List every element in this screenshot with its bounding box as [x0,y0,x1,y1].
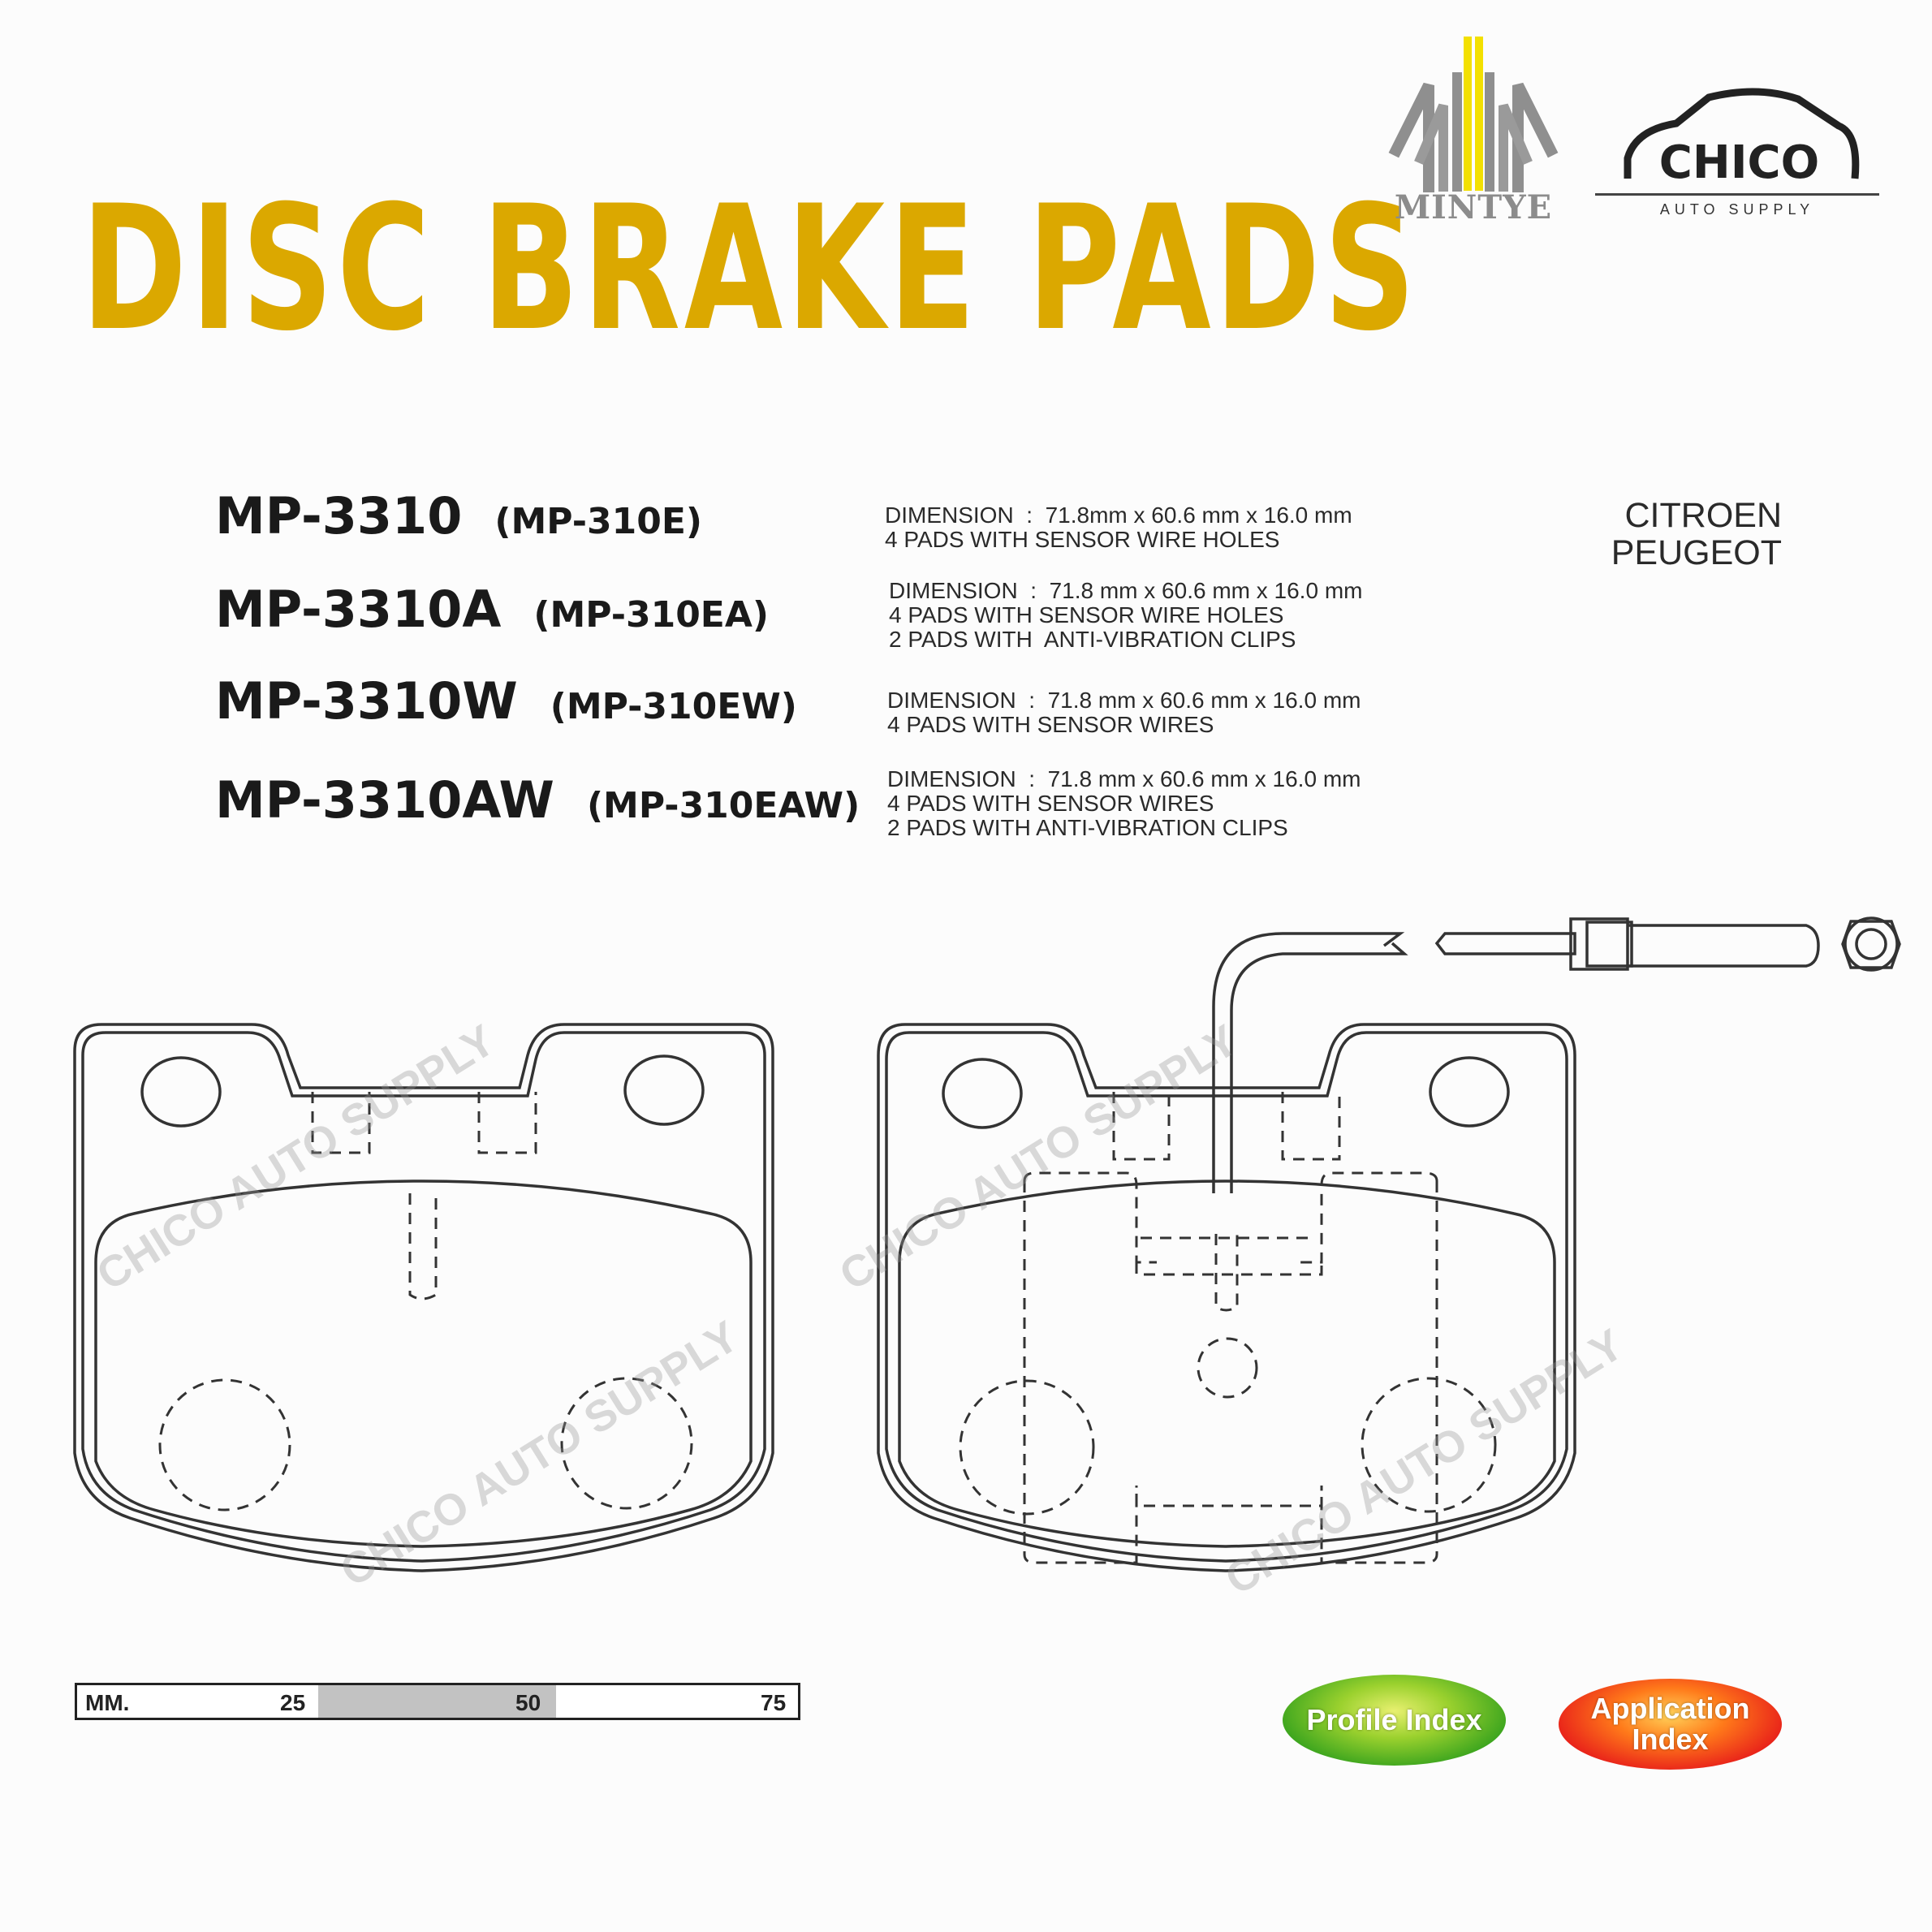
part-row-1: MP-3310(MP-310E) [215,491,702,541]
part-code: MP-3310 [215,486,463,546]
part-row-4: MP-3310AW(MP-310EAW) [215,775,860,826]
scale-mark: 25 [280,1690,306,1715]
part-alt-code: (MP-310E) [494,501,702,542]
part-spec: DIMENSION : 71.8mm x 60.6 mm x 16.0 mm 4… [885,502,1352,552]
sensor-end-cap [1844,916,1899,972]
right-friction-material [898,1179,1556,1548]
chico-subtitle: AUTO SUPPLY [1659,201,1815,218]
left-friction-material [94,1179,753,1548]
sensor-connector [1569,917,1629,971]
left-backing-plate-inner [81,1031,766,1563]
part-code: MP-3310AW [215,770,554,830]
application-index-button[interactable]: Application Index [1559,1679,1782,1770]
right-pad-circle-b [1361,1377,1497,1513]
right-backing-plate [877,1023,1576,1572]
scale-mark: 75 [761,1690,787,1715]
right-mount-hole [1429,1056,1510,1128]
part-row-3: MP-3310W(MP-310EW) [215,676,797,727]
vehicle-brands: CITROEN PEUGEOT [1599,497,1782,571]
right-backing-plate-inner [885,1031,1568,1563]
chico-wordmark: CHICO [1658,136,1820,189]
scale-unit: MM. [85,1690,130,1715]
page-title: DISC BRAKE PADS [81,168,1420,369]
mintye-wordmark: MINTYE [1394,188,1553,226]
brand-peugeot: PEUGEOT [1611,533,1782,572]
center-circle [1197,1337,1258,1399]
part-alt-code: (MP-310EA) [533,594,770,636]
part-row-2: MP-3310A(MP-310EA) [215,584,769,635]
part-spec: DIMENSION : 71.8 mm x 60.6 mm x 16.0 mm … [887,766,1361,840]
mintye-logo [1388,37,1559,192]
chico-divider [1595,193,1879,196]
left-pad-circle-b [560,1377,693,1510]
part-alt-code: (MP-310EAW) [586,785,860,826]
right-pad-circle-a [959,1379,1095,1516]
part-code: MP-3310A [215,580,502,639]
part-code: MP-3310W [215,671,518,731]
left-pad-circle-a [158,1378,291,1512]
left-backing-plate [73,1023,774,1572]
chico-car-icon [1624,88,1860,179]
scale-bar: MM. 25 50 75 [75,1683,800,1720]
profile-index-button[interactable]: Profile Index [1283,1675,1506,1766]
part-alt-code: (MP-310EW) [550,686,797,727]
left-mount-hole [140,1056,222,1128]
right-mount-hole [623,1054,705,1126]
part-spec: DIMENSION : 71.8 mm x 60.6 mm x 16.0 mm … [887,688,1361,737]
left-mount-hole [942,1058,1023,1129]
brand-citroen: CITROEN [1624,496,1783,535]
scale-mark: 50 [515,1690,541,1715]
scale-band [318,1685,556,1718]
part-spec: DIMENSION : 71.8 mm x 60.6 mm x 16.0 mm … [889,578,1363,652]
sensor-wire [1212,932,1405,1193]
